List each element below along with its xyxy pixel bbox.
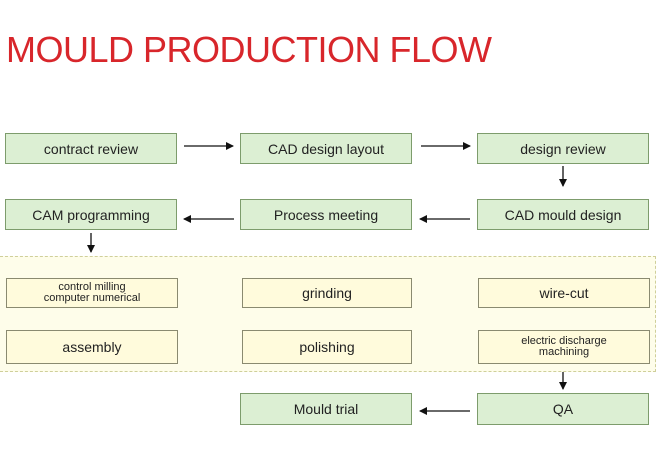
step-assembly: assembly xyxy=(6,330,178,364)
step-cad-mould-design: CAD mould design xyxy=(477,199,649,230)
edm-line1: electric discharge xyxy=(521,335,607,347)
cnc-milling-line1: control milling xyxy=(58,281,126,293)
step-cad-design-layout: CAD design layout xyxy=(240,133,412,164)
step-grinding: grinding xyxy=(242,278,412,308)
cnc-milling-line2: computer numerical xyxy=(43,292,141,304)
step-mould-trial: Mould trial xyxy=(240,393,412,425)
step-edm: electric discharge machining xyxy=(478,330,650,364)
step-cnc-milling: control milling computer numerical xyxy=(6,278,178,308)
page-title: MOULD PRODUCTION FLOW xyxy=(6,29,492,70)
step-contract-review: contract review xyxy=(5,133,177,164)
step-cam-programming: CAM programming xyxy=(5,199,177,230)
step-polishing: polishing xyxy=(242,330,412,364)
edm-line2: machining xyxy=(538,346,590,358)
step-wire-cut: wire-cut xyxy=(478,278,650,308)
step-design-review: design review xyxy=(477,133,649,164)
step-process-meeting: Process meeting xyxy=(240,199,412,230)
step-qa: QA xyxy=(477,393,649,425)
